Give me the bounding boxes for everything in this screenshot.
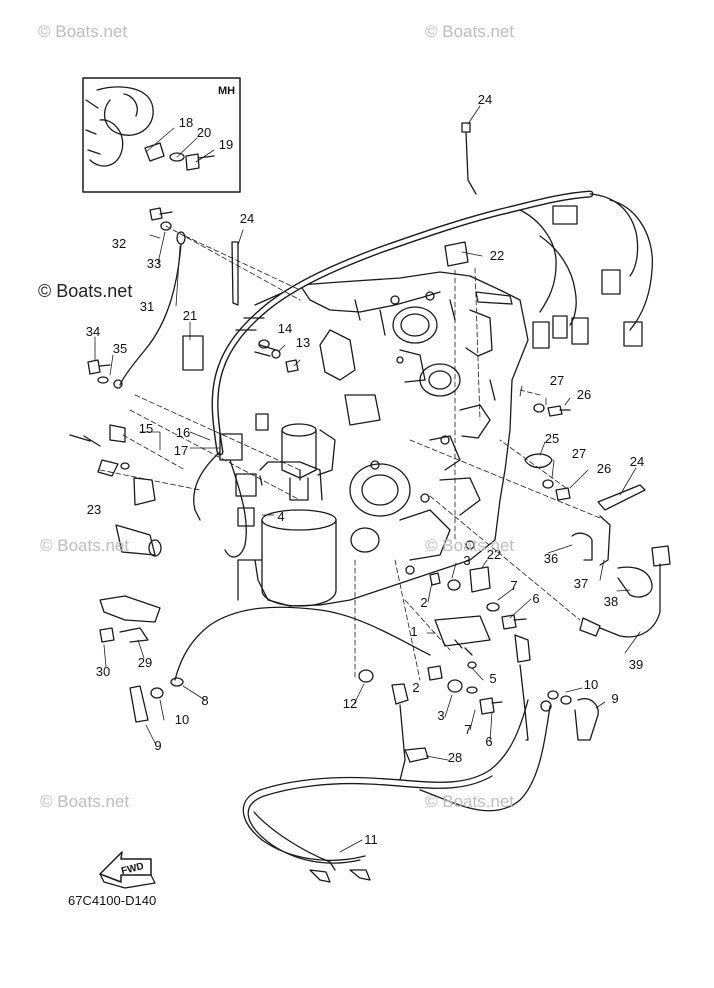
callout-24: 24: [478, 92, 492, 107]
callout-12: 12: [343, 696, 357, 711]
callout-2: 2: [412, 680, 419, 695]
watermark: © Boats.net: [40, 536, 130, 555]
inset-detail: [85, 86, 215, 171]
callout-30: 30: [96, 664, 110, 679]
callout-19: 19: [219, 137, 233, 152]
callout-33: 33: [147, 256, 161, 271]
inset-box: [82, 77, 241, 193]
callout-22: 22: [487, 547, 501, 562]
watermark: © Boats.net: [425, 22, 515, 41]
small-parts: [69, 122, 671, 781]
callout-15: 15: [139, 421, 153, 436]
callout-22: 22: [490, 248, 504, 263]
callout-4: 4: [277, 509, 284, 524]
callout-5: 5: [489, 671, 496, 686]
callout-10: 10: [175, 712, 189, 727]
callout-11: 11: [364, 832, 378, 847]
callout-10: 10: [584, 677, 598, 692]
callout-6: 6: [532, 591, 539, 606]
callout-18: 18: [179, 115, 193, 130]
engine-block: [254, 271, 529, 607]
callout-16: 16: [176, 425, 190, 440]
diagram-code: 67C4100-D140: [68, 893, 157, 908]
callout-29: 29: [138, 655, 152, 670]
watermark: © Boats.net: [38, 22, 128, 41]
connectors: [182, 205, 643, 527]
callout-3: 3: [463, 553, 470, 568]
callout-7: 7: [510, 578, 517, 593]
callout-13: 13: [296, 335, 310, 350]
inset-label: MH: [218, 85, 235, 97]
callout-8: 8: [201, 693, 208, 708]
callout-21: 21: [183, 308, 197, 323]
callout-27: 27: [572, 446, 586, 461]
watermark: © Boats.net: [425, 536, 515, 555]
callout-28: 28: [448, 750, 462, 765]
watermark: © Boats.net: [425, 792, 515, 811]
callout-7: 7: [464, 722, 471, 737]
callout-1: 1: [410, 624, 417, 639]
callout-3: 3: [437, 708, 444, 723]
watermark: © Boats.net: [38, 281, 133, 301]
callout-39: 39: [629, 657, 643, 672]
callout-36: 36: [544, 551, 558, 566]
fwd-arrow-icon: [99, 851, 156, 889]
callout-34: 34: [86, 324, 100, 339]
reference-lines: [99, 225, 601, 681]
callout-35: 35: [113, 341, 127, 356]
callout-26: 26: [577, 387, 591, 402]
fwd-label: FWD: [120, 861, 145, 877]
watermark: © Boats.net: [40, 792, 130, 811]
callout-38: 38: [604, 594, 618, 609]
callout-24: 24: [630, 454, 644, 469]
callout-9: 9: [611, 691, 618, 706]
callout-25: 25: [545, 431, 559, 446]
callout-6: 6: [485, 734, 492, 749]
callout-17: 17: [174, 443, 188, 458]
battery-cable: [242, 699, 552, 883]
leader-lines: [94, 105, 641, 853]
callout-27: 27: [550, 373, 564, 388]
callout-23: 23: [87, 502, 101, 517]
callout-32: 32: [112, 236, 126, 251]
callout-37: 37: [574, 576, 588, 591]
callout-20: 20: [197, 125, 211, 140]
callout-26: 26: [597, 461, 611, 476]
callout-24: 24: [240, 211, 254, 226]
callout-2: 2: [420, 595, 427, 610]
starter-motor: [237, 423, 337, 607]
wire-harness: [193, 190, 654, 558]
callout-14: 14: [278, 321, 292, 336]
callout-9: 9: [154, 738, 161, 753]
callout-31: 31: [140, 299, 154, 314]
